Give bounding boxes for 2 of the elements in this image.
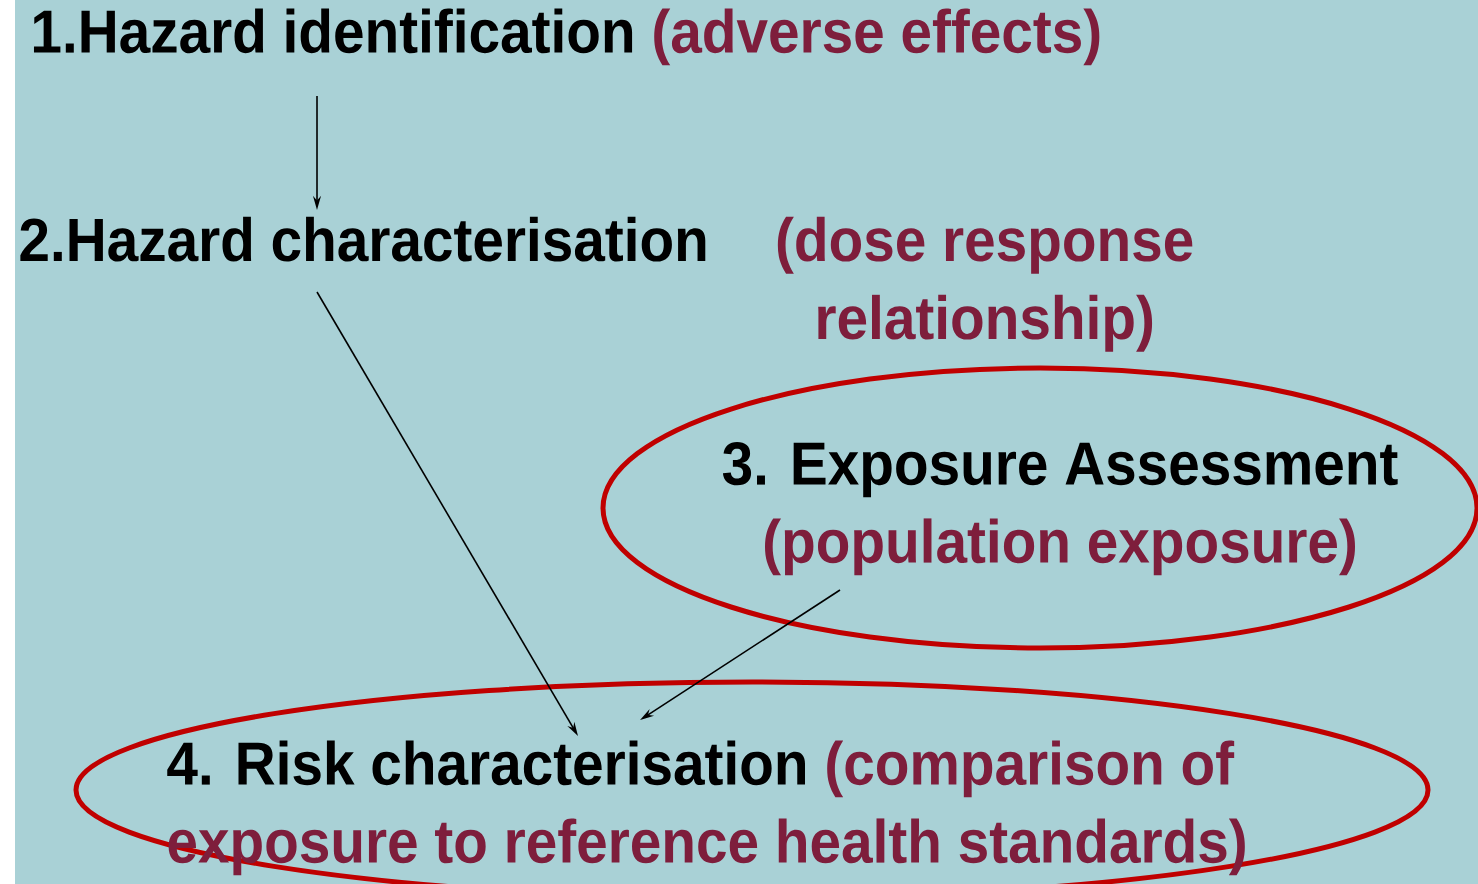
step-text: 1.Hazard identification (adverse effects) xyxy=(34,8,1100,66)
step-text: 2.Hazard characterisation (dose response relationship) xyxy=(20,216,1193,352)
